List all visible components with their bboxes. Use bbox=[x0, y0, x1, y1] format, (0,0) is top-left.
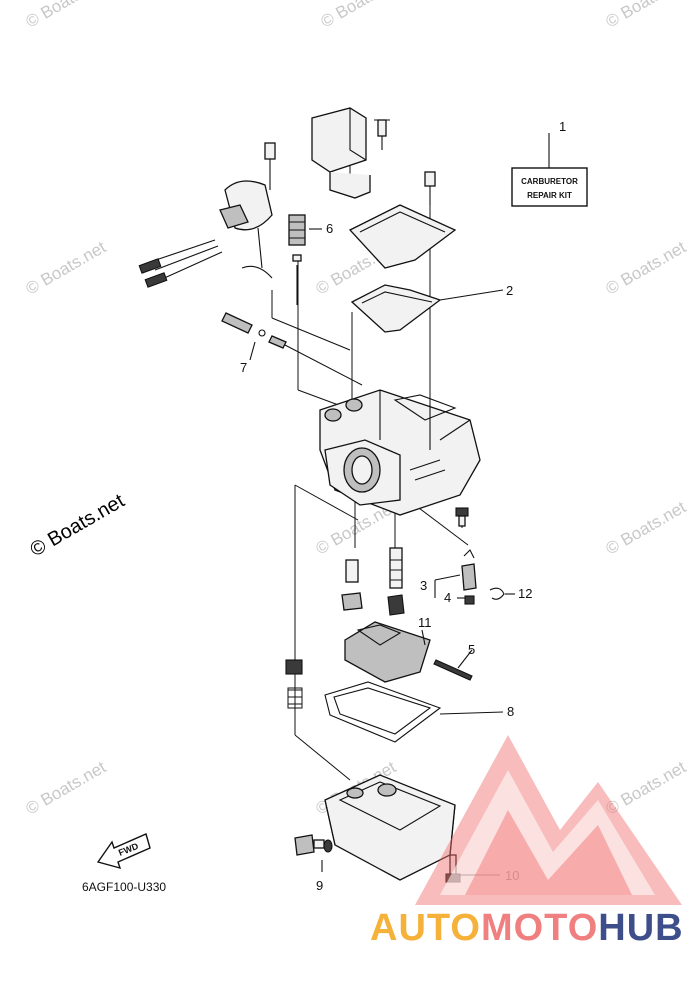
choke-assembly bbox=[138, 142, 276, 288]
watermark-text: © Boats.net bbox=[318, 0, 405, 31]
watermark-large-text: © Boats.net bbox=[27, 490, 129, 562]
callout-1: 1 bbox=[559, 119, 566, 134]
part-5-float-pin bbox=[433, 649, 473, 681]
watermark-text: © Boats.net bbox=[603, 237, 690, 298]
part-8-gasket bbox=[324, 681, 504, 743]
logo-auto: AUTO bbox=[370, 907, 481, 949]
callout-2: 2 bbox=[506, 283, 513, 298]
part-9-drain-screw bbox=[294, 834, 333, 872]
part-2-gasket bbox=[350, 284, 504, 333]
part-3-needle-valve bbox=[434, 549, 477, 605]
logo-text: AUTOMOTOHUB bbox=[370, 907, 684, 949]
logo-hub: HUB bbox=[598, 907, 683, 949]
callout-4: 4 bbox=[444, 590, 451, 605]
callout-11: 11 bbox=[418, 615, 432, 630]
part-7-pilot-screw bbox=[221, 312, 287, 361]
callout-5: 5 bbox=[468, 642, 475, 657]
fwd-arrow: FWD bbox=[96, 833, 151, 870]
callout-7: 7 bbox=[240, 360, 247, 375]
watermark-text: © Boats.net bbox=[603, 0, 690, 31]
callout-9: 9 bbox=[316, 878, 323, 893]
jet-parts bbox=[341, 547, 405, 616]
callout-12: 12 bbox=[518, 586, 532, 601]
kit-label-line2: REPAIR KIT bbox=[527, 191, 572, 200]
logo-moto: MOTO bbox=[481, 907, 598, 949]
kit-label-line1: CARBURETOR bbox=[521, 177, 578, 186]
callout-3: 3 bbox=[420, 578, 427, 593]
float-chamber bbox=[324, 774, 456, 881]
part-6-plunger bbox=[288, 214, 322, 305]
watermark-text: © Boats.net bbox=[23, 0, 110, 31]
body-screw bbox=[455, 507, 469, 527]
watermark-text: © Boats.net bbox=[603, 497, 690, 558]
part-11-float bbox=[344, 621, 431, 683]
callout-6: 6 bbox=[326, 221, 333, 236]
callout-8: 8 bbox=[507, 704, 514, 719]
carburetor-body bbox=[319, 389, 481, 516]
cover-plate bbox=[348, 171, 457, 269]
part-12-clip bbox=[489, 587, 515, 600]
spring-damper bbox=[285, 659, 303, 709]
solenoid-bracket bbox=[311, 107, 390, 199]
diagram-code: 6AGF100-U330 bbox=[82, 880, 166, 894]
watermark-text: © Boats.net bbox=[23, 757, 110, 818]
carburetor-repair-kit-label: CARBURETOR REPAIR KIT bbox=[511, 133, 588, 207]
watermark-text: © Boats.net bbox=[23, 237, 110, 298]
automotohub-logo: AUTOMOTOHUB bbox=[370, 735, 684, 949]
